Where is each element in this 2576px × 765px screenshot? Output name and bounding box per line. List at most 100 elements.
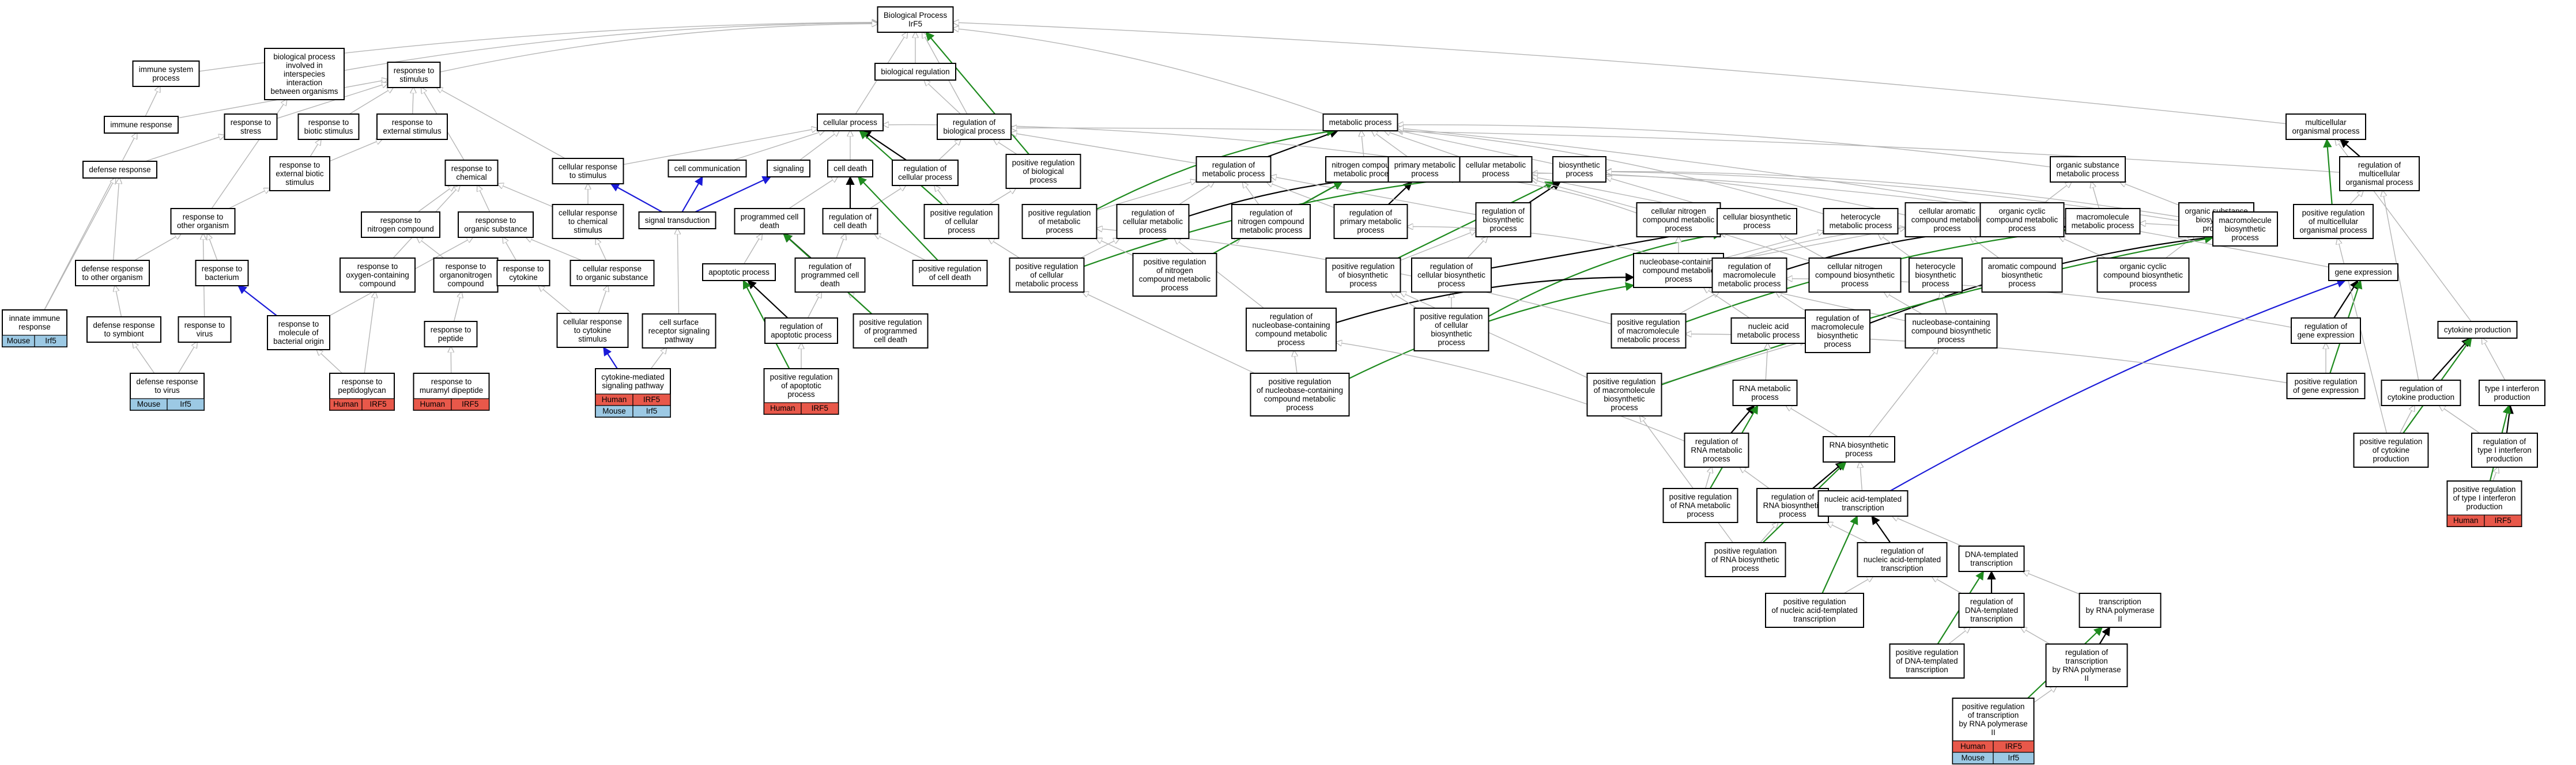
go-term-node-cp[interactable]: cellular process: [817, 113, 884, 131]
go-term-node-st[interactable]: signal transduction: [638, 211, 716, 229]
go-term-node-breg[interactable]: biological regulation: [874, 63, 956, 81]
go-term-node-ge[interactable]: gene expression: [2328, 263, 2398, 281]
go-term-node-cyp[interactable]: cytokine production: [2437, 321, 2518, 339]
go-term-node-cd[interactable]: cell death: [827, 160, 873, 177]
go-term-node-rnccmp[interactable]: regulation ofnucleobase-containingcompou…: [1246, 308, 1337, 351]
go-term-node-sig[interactable]: signaling: [767, 160, 810, 177]
go-term-node-ccom[interactable]: cell communication: [667, 160, 747, 177]
go-term-node-rmbp[interactable]: regulation ofmacromoleculebiosyntheticpr…: [1805, 309, 1870, 353]
go-term-node-ap[interactable]: apoptotic process: [702, 263, 776, 281]
go-term-node-dfr[interactable]: defense response: [82, 161, 157, 179]
go-term-node-imr[interactable]: immune response: [104, 116, 179, 134]
